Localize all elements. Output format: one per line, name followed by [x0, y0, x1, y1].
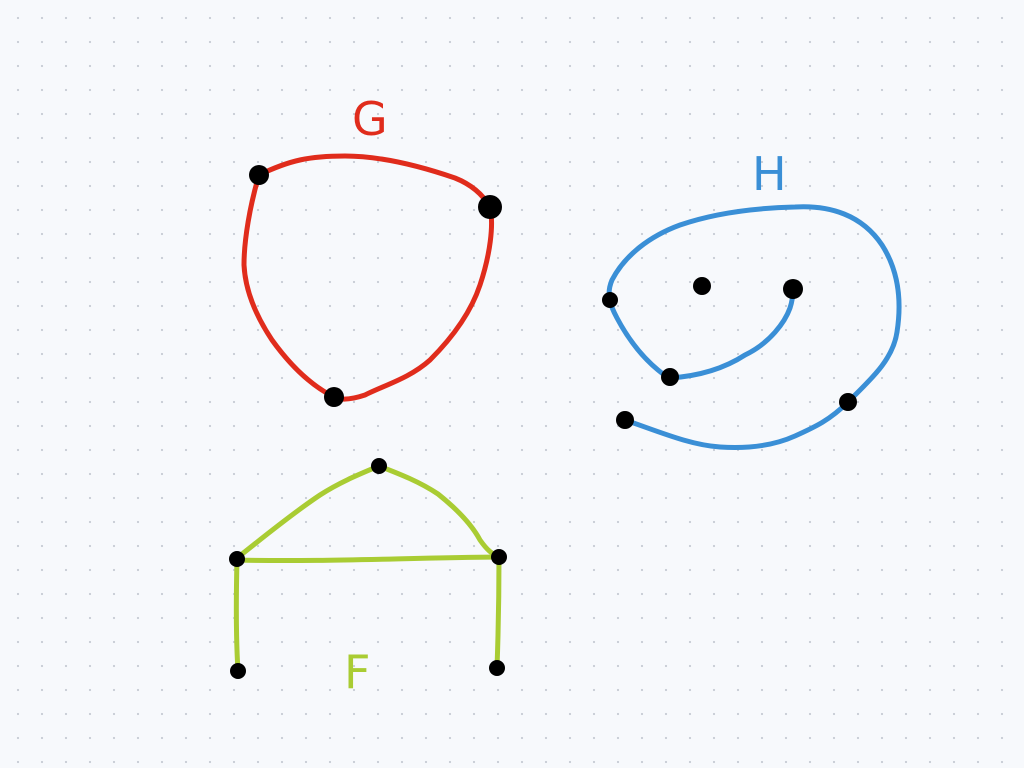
- graph-h-vertex: [661, 368, 679, 386]
- graph-h-vertex: [602, 292, 618, 308]
- graph-h-vertex: [693, 277, 711, 295]
- graph-h-spiral-edge: [606, 204, 902, 450]
- graph-g: G: [241, 92, 502, 407]
- graph-g-label: G: [352, 92, 388, 146]
- graph-h-label: H: [752, 147, 787, 201]
- graph-f-vertex: [491, 549, 507, 565]
- graph-h-vertex: [616, 411, 634, 429]
- graph-h: H: [602, 147, 902, 450]
- graph-g-vertex: [249, 165, 269, 185]
- graph-f-vertex: [229, 551, 245, 567]
- graph-f: F: [229, 458, 507, 699]
- graph-g-vertex: [478, 195, 502, 219]
- graph-f-vertex: [371, 458, 387, 474]
- graph-g-vertex: [324, 387, 344, 407]
- graph-g-cycle-edge: [241, 153, 495, 402]
- graph-f-label: F: [344, 645, 370, 699]
- graph-h-vertex: [783, 279, 803, 299]
- graph-f-crossbar-edge: [234, 554, 502, 564]
- graph-h-vertex: [839, 393, 857, 411]
- graph-f-roof-edge: [234, 463, 502, 561]
- graph-f-left-leg-edge: [233, 556, 241, 674]
- graph-f-vertex: [489, 660, 505, 676]
- graph-f-vertex: [230, 663, 246, 679]
- graph-f-right-leg-edge: [494, 554, 502, 671]
